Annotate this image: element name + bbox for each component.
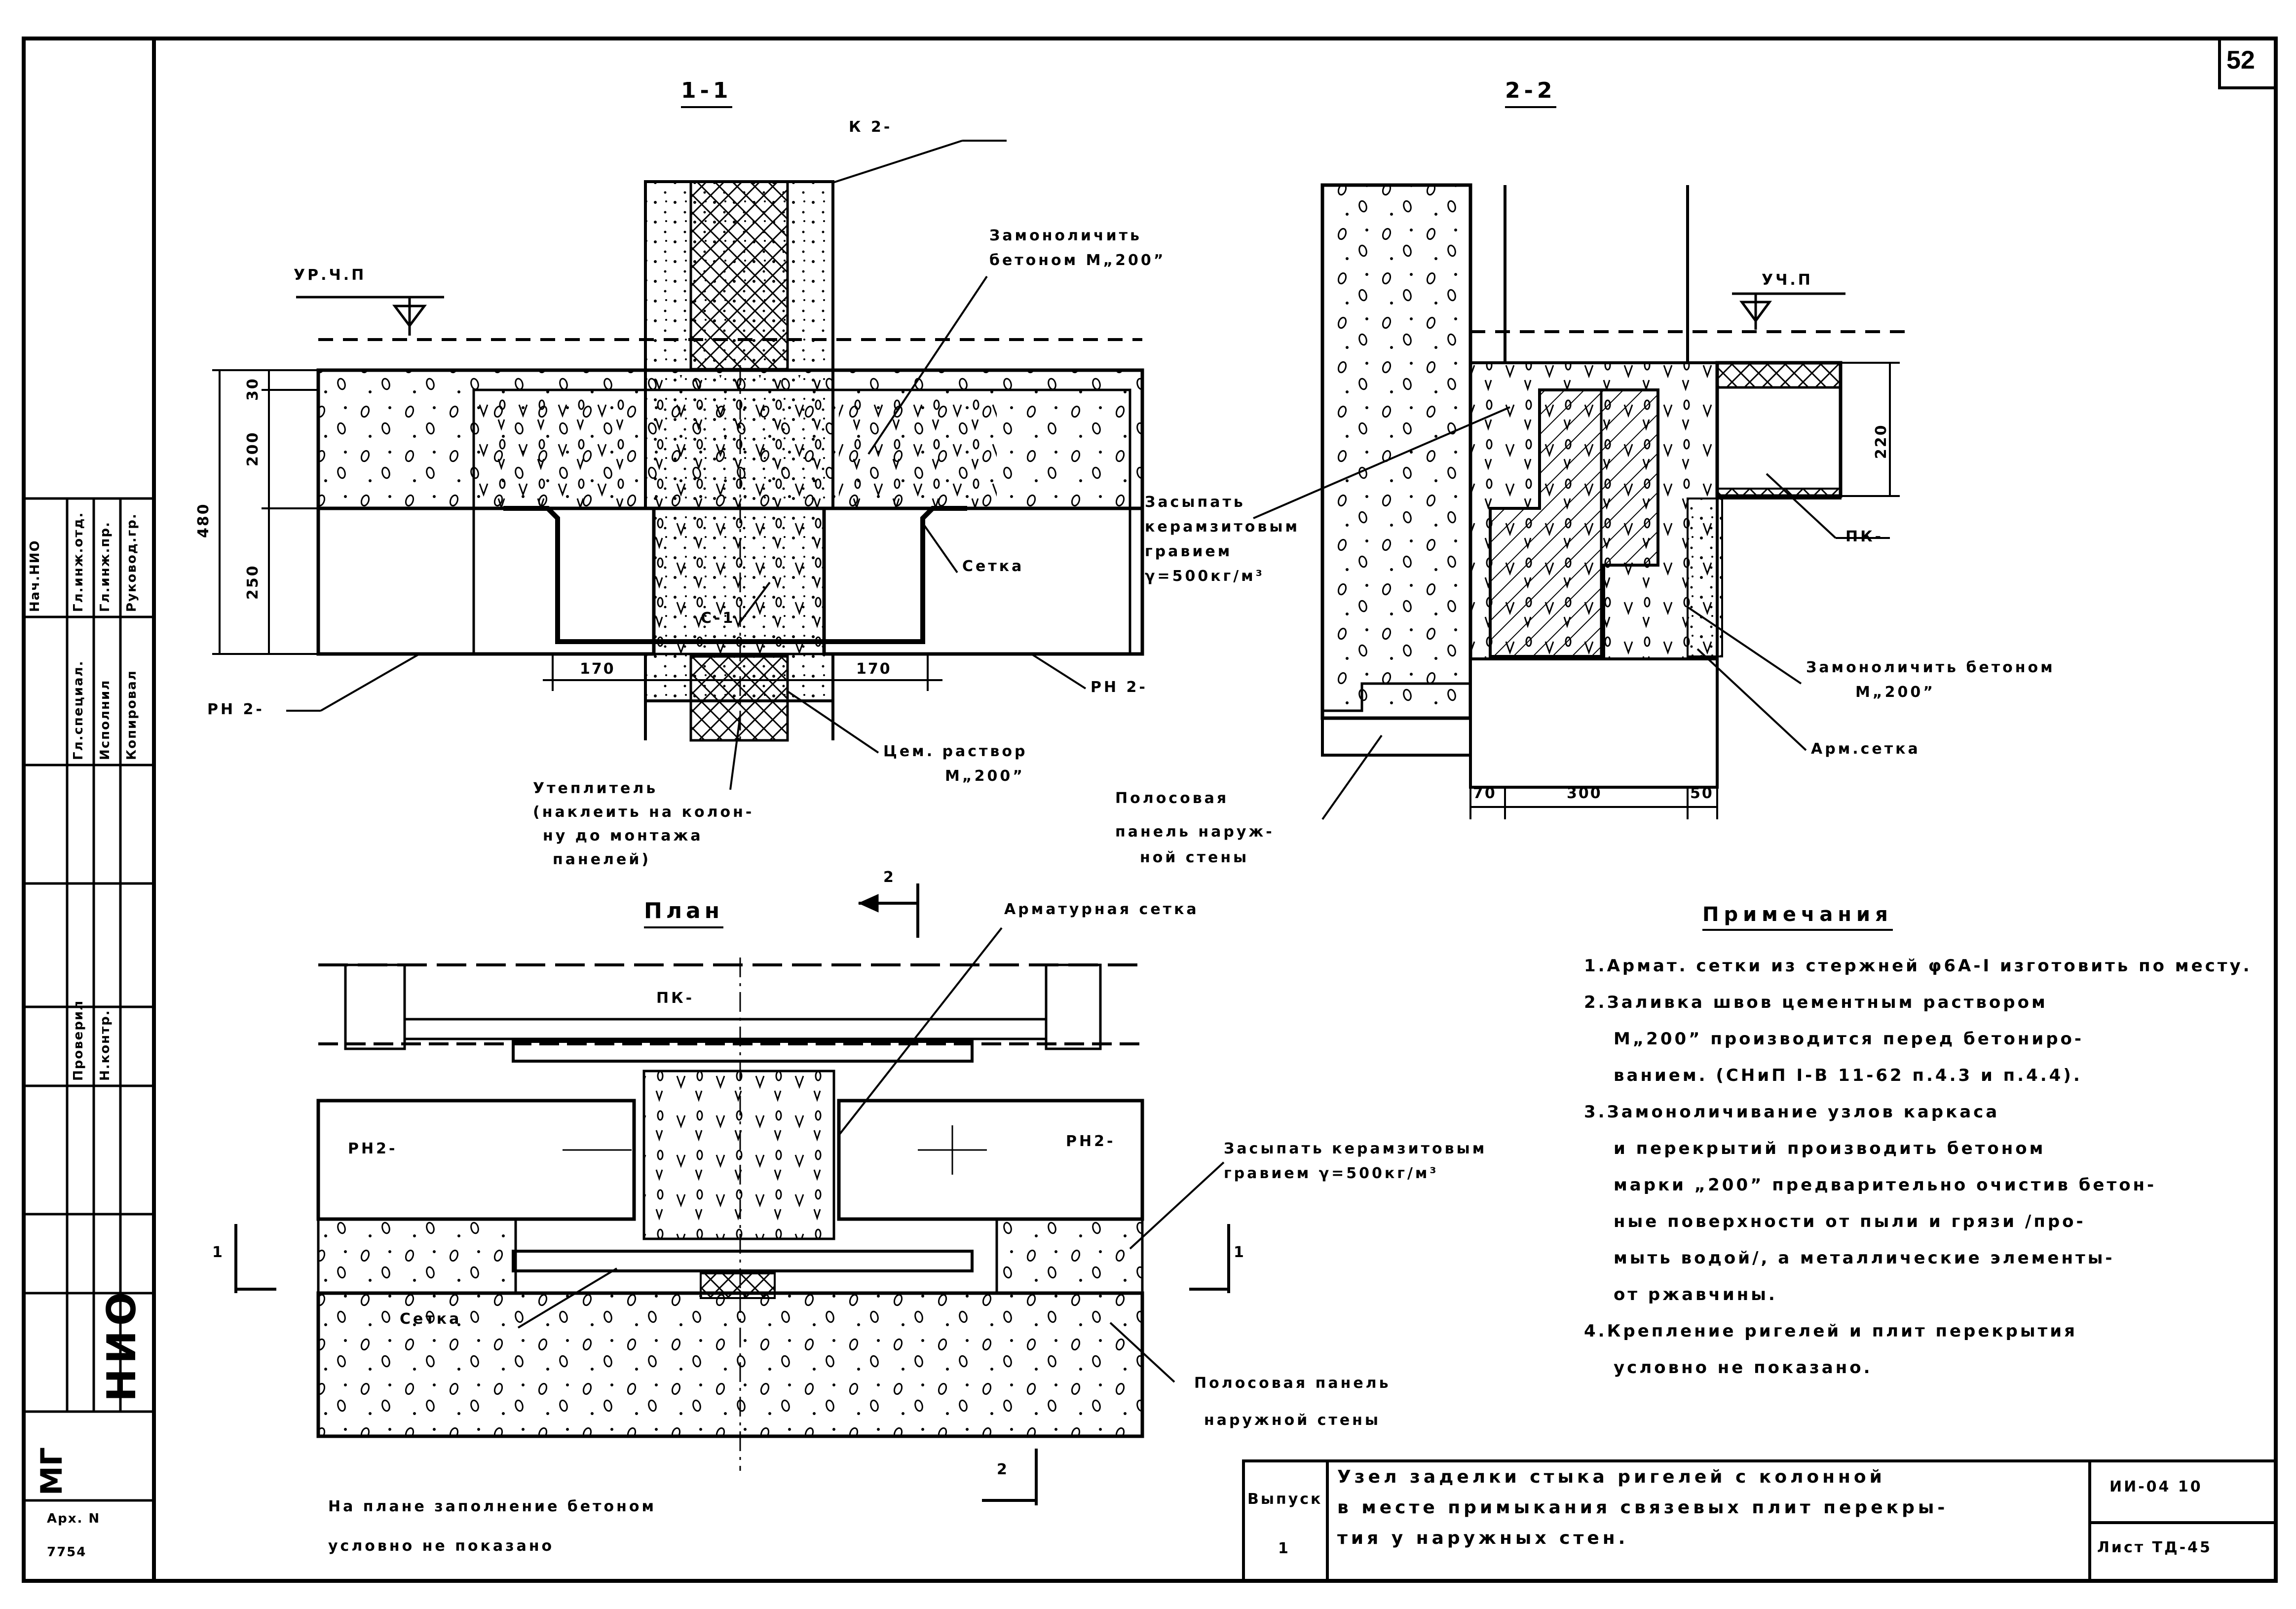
label-arm-mesh-plan: Арматурная сетка bbox=[1004, 901, 1199, 918]
note-1-line-1: 1.Армат. сетки из стержней φ6А-I изготов… bbox=[1584, 956, 2252, 976]
note-3-line-5: мыть водой/, а металлические элементы- bbox=[1614, 1248, 2115, 1268]
note-2-line-2: М„200” производится перед бетониро- bbox=[1614, 1029, 2084, 1049]
drawing-title: Узел заделки стыка ригелей с колонной в … bbox=[1337, 1462, 2082, 1554]
label-monolith-2b: М„200” bbox=[1855, 684, 1935, 701]
note-3-line-4: ные поверхности от пыли и грязи /про- bbox=[1614, 1212, 2086, 1231]
dim-480: 480 bbox=[195, 502, 212, 538]
label-pk-plan: ПК- bbox=[656, 990, 695, 1007]
dim-300: 300 bbox=[1567, 785, 1602, 802]
notes-title: Примечания bbox=[1702, 903, 1893, 931]
label-level-1: УР.Ч.П bbox=[294, 267, 367, 284]
label-mesh-1: Сетка bbox=[962, 558, 1024, 575]
label-backfill-1c: гравием bbox=[1145, 543, 1233, 560]
role-2: Гл.инж.пр. bbox=[98, 521, 113, 612]
note-3-line-2: и перекрытий производить бетоном bbox=[1614, 1139, 2046, 1158]
role-7: Проверил bbox=[71, 999, 86, 1081]
cut-mark-bottom: 2 bbox=[997, 1461, 1009, 1478]
note-4-line-2: условно не показано. bbox=[1614, 1358, 1873, 1378]
cut-mark-right: 1 bbox=[1234, 1244, 1245, 1261]
label-backfill-plan-b: гравием γ=500кг/м³ bbox=[1224, 1165, 1439, 1182]
series-code: ИИ-04 10 bbox=[2109, 1478, 2203, 1495]
label-insulation-a: Утеплитель bbox=[533, 780, 658, 797]
label-backfill-plan-a: Засыпать керамзитовым bbox=[1224, 1140, 1487, 1157]
role-4: Гл.специал. bbox=[71, 660, 86, 760]
label-strip-panel-2a: Полосовая bbox=[1115, 790, 1229, 807]
label-monolith-1b: бетоном М„200” bbox=[989, 252, 1166, 269]
role-6: Копировал bbox=[124, 670, 139, 760]
stamp-org: НИО bbox=[99, 1287, 145, 1402]
label-strip-panel-plan-a: Полосовая панель bbox=[1194, 1375, 1391, 1392]
inventory-label: Арх. N bbox=[47, 1511, 101, 1526]
plan-note-b: условно не показано bbox=[328, 1537, 555, 1555]
label-strip-panel-plan-b: наружной стены bbox=[1204, 1412, 1381, 1429]
label-mesh-plan: Сетка bbox=[400, 1310, 462, 1328]
note-2-line-1: 2.Заливка швов цементным раствором bbox=[1584, 993, 2048, 1012]
label-ph2-right: РН 2- bbox=[1091, 679, 1148, 696]
label-insulation-b: (наклеить на колон- bbox=[533, 804, 754, 821]
label-strip-panel-2b: панель наруж- bbox=[1115, 823, 1275, 841]
label-insulation-d: панелей) bbox=[553, 851, 651, 868]
label-mortar-b: М„200” bbox=[945, 767, 1025, 785]
dim-220: 220 bbox=[1873, 423, 1890, 459]
dim-170-left: 170 bbox=[580, 660, 615, 678]
label-c1: С-1 bbox=[701, 610, 736, 627]
drawing-title-line-2: в месте примыкания связевых плит перекры… bbox=[1337, 1497, 1949, 1518]
issue-label: Выпуск bbox=[1247, 1491, 1323, 1508]
label-mortar-a: Цем. раствор bbox=[883, 743, 1028, 760]
sheet-number: 52 bbox=[2226, 46, 2255, 75]
cut-mark-left: 1 bbox=[212, 1244, 224, 1261]
drawing-title-line-3: тия у наружных стен. bbox=[1337, 1528, 1629, 1548]
label-ph2-left: РН 2- bbox=[207, 701, 264, 718]
note-3-line-3: марки „200” предварительно очистив бетон… bbox=[1614, 1175, 2157, 1195]
label-level-2: УЧ.П bbox=[1762, 271, 1813, 289]
note-2-line-3: ванием. (СНиП I-В 11-62 п.4.3 и п.4.4). bbox=[1614, 1066, 2082, 1085]
label-monolith-1a: Замоноличить bbox=[989, 227, 1142, 244]
label-backfill-1a: Засыпать bbox=[1145, 494, 1245, 511]
section-2-2-title: 2-2 bbox=[1505, 78, 1556, 108]
label-strip-panel-2c: ной стены bbox=[1140, 849, 1249, 866]
role-1: Гл.инж.отд. bbox=[71, 511, 86, 612]
dim-30: 30 bbox=[244, 377, 262, 401]
label-backfill-1d: γ=500кг/м³ bbox=[1145, 568, 1265, 585]
role-0: Нач.НИО bbox=[28, 539, 42, 612]
inventory-value: 7754 bbox=[47, 1545, 87, 1560]
drawing-title-line-1: Узел заделки стыка ригелей с колонной bbox=[1337, 1467, 1885, 1487]
stamp-code: МГ bbox=[35, 1447, 69, 1495]
dim-50: 50 bbox=[1690, 785, 1714, 802]
dim-250: 250 bbox=[244, 564, 262, 600]
plan-title: План bbox=[644, 898, 723, 928]
label-arm-mesh-2: Арм.сетка bbox=[1811, 740, 1920, 758]
label-monolith-2a: Замоноличить бетоном bbox=[1806, 659, 2055, 676]
label-insulation-c: ну до монтажа bbox=[543, 827, 703, 844]
section-1-1-title: 1-1 bbox=[681, 78, 732, 108]
issue-value: 1 bbox=[1278, 1540, 1290, 1557]
sheet-code: Лист ТД-45 bbox=[2097, 1539, 2212, 1556]
role-8: Н.контр. bbox=[98, 1009, 113, 1081]
cut-mark-top: 2 bbox=[883, 869, 895, 886]
role-5: Исполнил bbox=[98, 679, 113, 760]
notes-list: 1.Армат. сетки из стержней φ6А-I изготов… bbox=[1584, 948, 2265, 1386]
label-k2: К 2- bbox=[849, 118, 893, 136]
note-3-line-6: от ржавчины. bbox=[1614, 1285, 1777, 1304]
note-4-line-1: 4.Крепление ригелей и плит перекрытия bbox=[1584, 1321, 2077, 1341]
label-backfill-1b: керамзитовым bbox=[1145, 518, 1300, 536]
dim-70: 70 bbox=[1473, 785, 1497, 802]
plan-note-a: На плане заполнение бетоном bbox=[328, 1498, 657, 1515]
label-ph2-plan-left: РН2- bbox=[348, 1140, 398, 1157]
dim-200: 200 bbox=[244, 431, 262, 466]
note-3-line-1: 3.Замоноличивание узлов каркаса bbox=[1584, 1102, 2000, 1122]
dim-170-right: 170 bbox=[856, 660, 892, 678]
role-3: Руковод.гр. bbox=[124, 513, 139, 612]
label-ph2-plan-right: РН2- bbox=[1066, 1133, 1116, 1150]
label-pk-2: ПК- bbox=[1845, 528, 1884, 545]
